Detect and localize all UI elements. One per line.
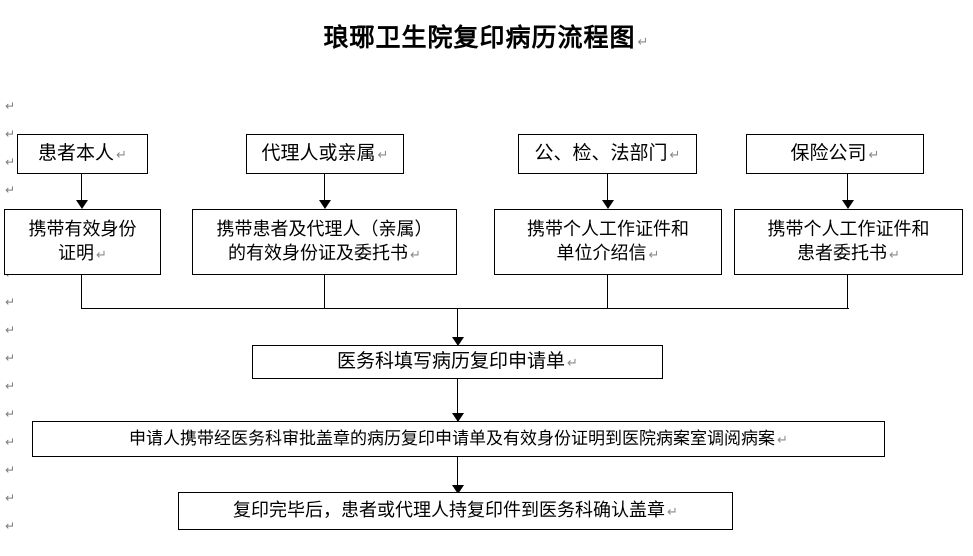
edge-retrieve-to-confirm bbox=[457, 457, 459, 493]
node-applicant-agent[interactable]: 代理人或亲属↵ bbox=[246, 134, 404, 174]
pilcrow-icon: ↵ bbox=[637, 34, 650, 49]
node-confirm-seal[interactable]: 复印完毕后，患者或代理人持复印件到医务科确认盖章↵ bbox=[178, 492, 733, 530]
node-docs-patient[interactable]: 携带有效身份证明↵ bbox=[4, 209, 161, 275]
node-label: 携带患者及代理人（亲属）的有效身份证及委托书↵ bbox=[216, 219, 433, 263]
pilcrow-icon: ↵ bbox=[868, 147, 880, 163]
page-title: 琅琊卫生院复印病历流程图↵ bbox=[0, 18, 973, 54]
arrowhead-icon bbox=[602, 200, 614, 209]
arrowhead-icon bbox=[452, 413, 464, 422]
margin-paragraph-mark: ↵ bbox=[5, 155, 16, 169]
edge-patient-to-docs bbox=[81, 174, 83, 204]
edge-docs-insurance-to-bus bbox=[847, 275, 849, 309]
node-label: 携带个人工作证件和患者委托书↵ bbox=[767, 219, 930, 263]
pilcrow-icon: ↵ bbox=[410, 247, 421, 262]
merge-bus-line bbox=[81, 308, 849, 310]
margin-paragraph-mark: ↵ bbox=[5, 99, 16, 113]
pilcrow-icon: ↵ bbox=[669, 147, 681, 163]
page-title-text: 琅琊卫生院复印病历流程图 bbox=[323, 24, 636, 52]
margin-paragraph-mark: ↵ bbox=[5, 407, 16, 421]
pilcrow-icon: ↵ bbox=[667, 504, 678, 520]
node-apply-form[interactable]: 医务科填写病历复印申请单↵ bbox=[252, 345, 663, 379]
edge-authority-to-docs bbox=[607, 174, 609, 204]
node-label: 申请人携带经医务科审批盖章的病历复印申请单及有效身份证明到医院病案室调阅病案↵ bbox=[129, 428, 788, 448]
margin-paragraph-mark: ↵ bbox=[5, 183, 16, 197]
edge-apply-form-to-retrieve bbox=[457, 379, 459, 421]
arrowhead-icon bbox=[452, 485, 464, 494]
pilcrow-icon: ↵ bbox=[377, 147, 389, 163]
edge-docs-agent-to-bus bbox=[324, 275, 326, 309]
margin-paragraph-mark: ↵ bbox=[5, 463, 16, 477]
node-applicant-patient[interactable]: 患者本人↵ bbox=[17, 134, 148, 174]
node-label: 医务科填写病历复印申请单↵ bbox=[337, 351, 578, 373]
node-applicant-insurance[interactable]: 保险公司↵ bbox=[746, 134, 924, 174]
edge-agent-to-docs bbox=[324, 174, 326, 204]
node-label: 患者本人↵ bbox=[38, 143, 127, 165]
node-retrieve-record[interactable]: 申请人携带经医务科审批盖章的病历复印申请单及有效身份证明到医院病案室调阅病案↵ bbox=[32, 421, 885, 457]
node-label: 公、检、法部门↵ bbox=[534, 143, 681, 165]
margin-paragraph-mark: ↵ bbox=[5, 379, 16, 393]
edge-docs-authority-to-bus bbox=[607, 275, 609, 309]
arrowhead-icon bbox=[319, 200, 331, 209]
node-label: 保险公司↵ bbox=[790, 143, 880, 165]
node-label: 代理人或亲属↵ bbox=[261, 143, 389, 165]
edge-docs-patient-to-bus bbox=[81, 275, 83, 309]
arrowhead-icon bbox=[452, 337, 464, 346]
pilcrow-icon: ↵ bbox=[648, 247, 660, 262]
arrowhead-icon bbox=[842, 200, 854, 209]
edge-bus-to-apply-form bbox=[457, 308, 459, 342]
node-docs-agent[interactable]: 携带患者及代理人（亲属）的有效身份证及委托书↵ bbox=[192, 209, 457, 275]
margin-paragraph-mark: ↵ bbox=[5, 519, 16, 533]
edge-insurance-to-docs bbox=[847, 174, 849, 204]
node-applicant-authority[interactable]: 公、检、法部门↵ bbox=[518, 134, 697, 174]
node-docs-insurance[interactable]: 携带个人工作证件和患者委托书↵ bbox=[734, 209, 963, 275]
node-label: 携带有效身份证明↵ bbox=[28, 219, 137, 263]
margin-paragraph-mark: ↵ bbox=[5, 295, 16, 309]
arrowhead-icon bbox=[76, 200, 88, 209]
node-label: 复印完毕后，患者或代理人持复印件到医务科确认盖章↵ bbox=[233, 500, 678, 521]
pilcrow-icon: ↵ bbox=[889, 247, 900, 262]
pilcrow-icon: ↵ bbox=[567, 355, 578, 371]
margin-paragraph-mark: ↵ bbox=[5, 435, 16, 449]
node-docs-authority[interactable]: 携带个人工作证件和单位介绍信↵ bbox=[494, 209, 722, 275]
pilcrow-icon: ↵ bbox=[777, 431, 788, 447]
margin-paragraph-mark: ↵ bbox=[5, 491, 16, 505]
margin-paragraph-mark: ↵ bbox=[5, 351, 16, 365]
pilcrow-icon: ↵ bbox=[116, 147, 127, 163]
node-label: 携带个人工作证件和单位介绍信↵ bbox=[527, 219, 689, 263]
margin-paragraph-mark: ↵ bbox=[5, 323, 16, 337]
margin-paragraph-mark: ↵ bbox=[5, 127, 16, 141]
pilcrow-icon: ↵ bbox=[96, 247, 107, 262]
